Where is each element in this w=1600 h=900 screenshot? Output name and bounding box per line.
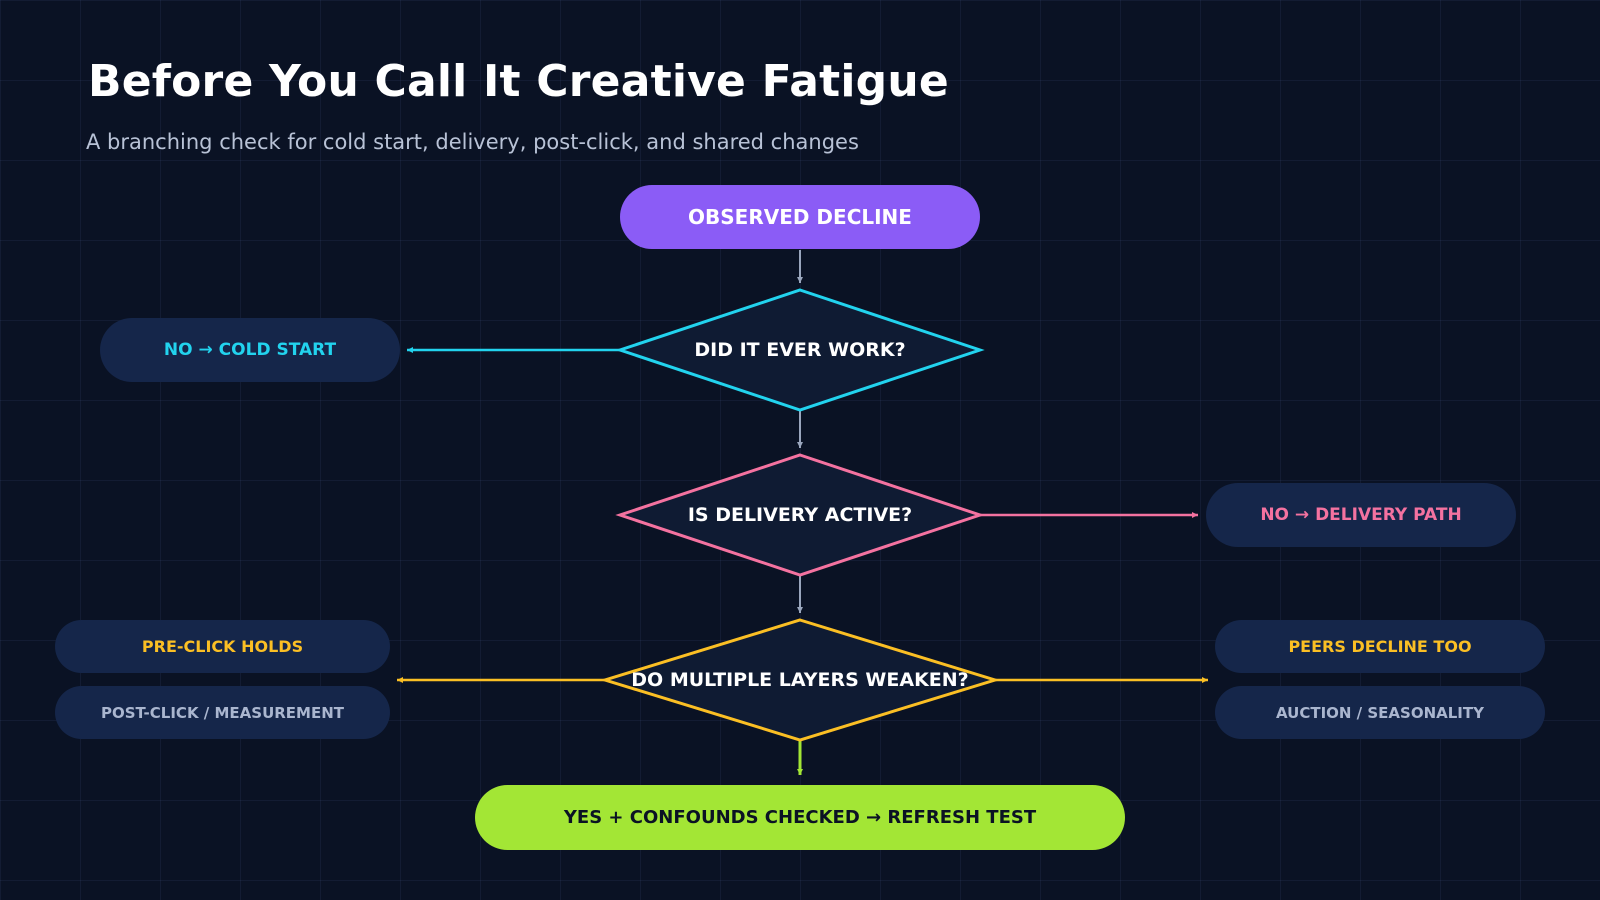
outcome-cold-start: NO → COLD START bbox=[100, 318, 400, 382]
outcome-delivery-path: NO → DELIVERY PATH bbox=[1206, 483, 1516, 547]
outcome-peers-decline: PEERS DECLINE TOO bbox=[1215, 620, 1545, 673]
decision-label-q3: DO MULTIPLE LAYERS WEAKEN? bbox=[631, 669, 969, 691]
outcome-post-click-measurement: POST-CLICK / MEASUREMENT bbox=[55, 686, 390, 739]
decision-diamond-q3 bbox=[599, 618, 1001, 742]
outcome-auction-seasonality: AUCTION / SEASONALITY bbox=[1215, 686, 1545, 739]
final-node-refresh-test: YES + CONFOUNDS CHECKED → REFRESH TEST bbox=[475, 785, 1125, 850]
decision-label-q1: DID IT EVER WORK? bbox=[694, 339, 906, 361]
decision-label-q2: IS DELIVERY ACTIVE? bbox=[687, 504, 913, 526]
page-subtitle: A branching check for cold start, delive… bbox=[86, 130, 859, 154]
decision-diamond-q1 bbox=[615, 288, 985, 412]
decision-diamond-q2 bbox=[615, 453, 985, 577]
outcome-pre-click-holds: PRE-CLICK HOLDS bbox=[55, 620, 390, 673]
start-node: OBSERVED DECLINE bbox=[620, 185, 980, 249]
page-title: Before You Call It Creative Fatigue bbox=[88, 56, 949, 107]
